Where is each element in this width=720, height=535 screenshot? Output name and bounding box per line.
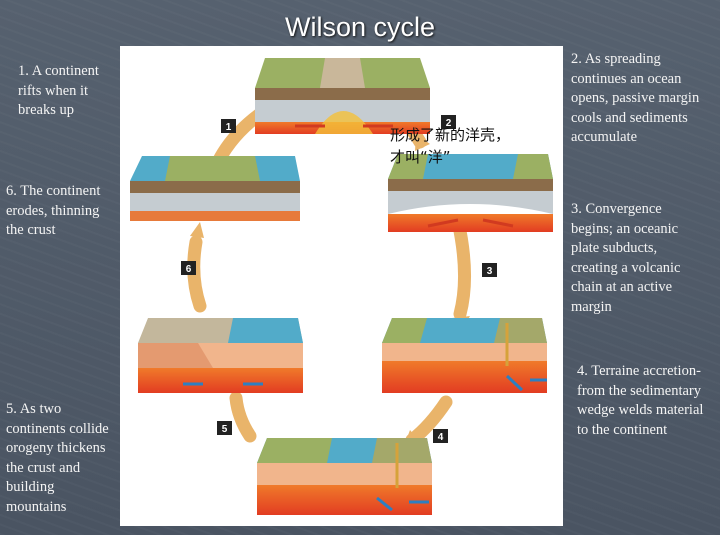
svg-text:5: 5 — [222, 424, 228, 435]
block-stage-4 — [257, 438, 432, 515]
stage-number-3: 3 — [482, 263, 497, 277]
svg-text:3: 3 — [487, 266, 493, 277]
chinese-annotation-line-1: 形成了新的洋壳， — [390, 126, 511, 144]
svg-text:6: 6 — [186, 264, 192, 275]
stage-number-4: 4 — [433, 429, 448, 443]
slide-title: Wilson cycle — [284, 12, 436, 42]
svg-text:1: 1 — [226, 122, 232, 133]
arrow-2-to-3 — [451, 214, 471, 321]
note-stage-4: 4. Terraine accretion-from the sedimenta… — [577, 363, 704, 438]
block-stage-3 — [382, 318, 547, 393]
block-stage-5 — [138, 318, 303, 393]
stage-number-1: 1 — [221, 119, 236, 133]
note-stage-2: 2. As spreading continues an ocean opens… — [571, 51, 700, 145]
note-stage-1: 1. A continent rifts when it breaks up — [18, 63, 99, 118]
stage-number-2: 2 — [441, 115, 456, 129]
note-stage-3: 3. Convergence begins; an oceanic plate … — [571, 201, 681, 315]
wilson-cycle-diagram: 1 2 3 4 5 6 — [120, 46, 563, 526]
svg-text:4: 4 — [438, 432, 444, 443]
block-stage-2 — [388, 154, 553, 232]
stage-number-6: 6 — [181, 261, 196, 275]
block-stage-1 — [255, 58, 430, 134]
chinese-annotation-line-2: 才叫“洋” — [390, 148, 451, 166]
note-stage-5: 5. As two continents collide orogeny thi… — [6, 401, 109, 515]
svg-text:2: 2 — [446, 118, 452, 129]
block-stage-6 — [130, 156, 300, 221]
arrow-5-to-6 — [229, 391, 257, 443]
stage-number-5: 5 — [217, 421, 232, 435]
chinese-annotation: 形成了新的洋壳， 才叫“洋” — [390, 124, 565, 168]
cycle-graphic: 1 2 3 4 5 6 — [130, 58, 553, 515]
note-stage-6: 6. The continent erodes, thinning the cr… — [6, 183, 101, 238]
